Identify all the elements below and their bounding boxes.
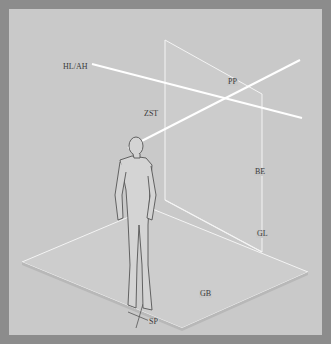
- ground-plane-label: GB: [199, 290, 212, 298]
- ground-line-label: GL: [256, 230, 269, 238]
- standpoint-label: SP: [148, 318, 159, 326]
- central-ray-label: ZST: [143, 110, 159, 118]
- principal-point-label: PP: [227, 78, 238, 86]
- panel: [9, 9, 322, 335]
- picture-plane: [165, 40, 262, 252]
- ground-plane: [22, 208, 308, 328]
- picture-plane-label: BE: [254, 168, 266, 176]
- horizon-label: HL/AH: [62, 63, 88, 71]
- viewer-figure: [115, 137, 156, 310]
